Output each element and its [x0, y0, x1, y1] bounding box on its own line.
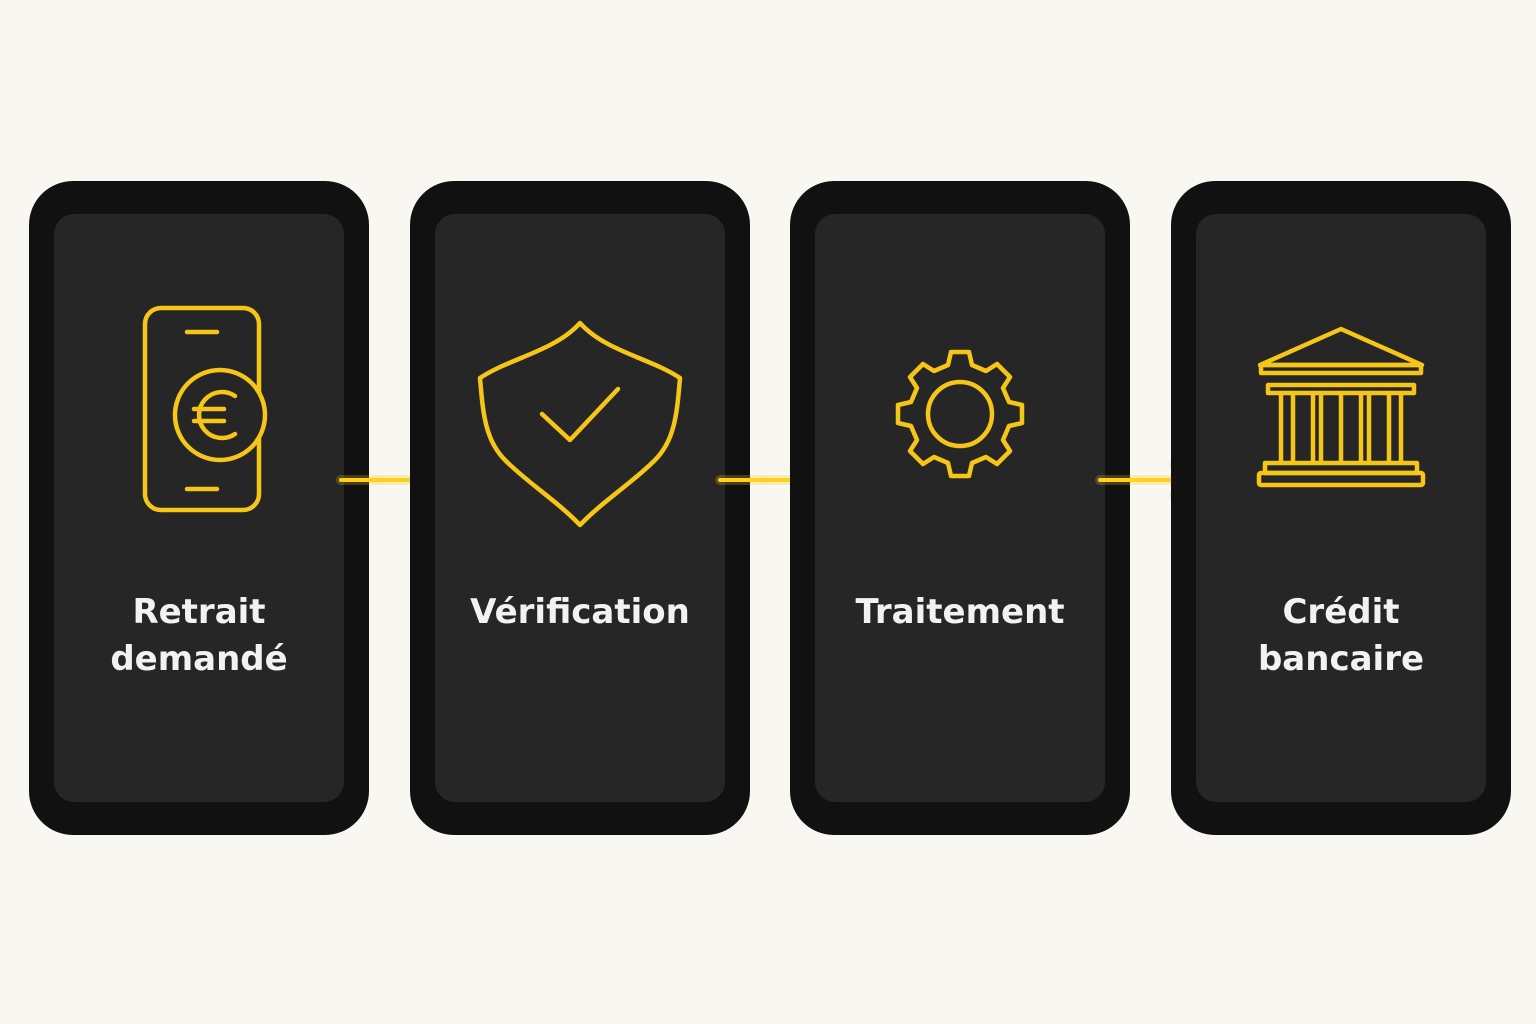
step-label: Retrait demandé [110, 592, 288, 679]
shield-check-icon [477, 311, 683, 528]
bank-icon [1241, 311, 1441, 511]
step-label: Crédit bancaire [1257, 592, 1425, 679]
step-card-verification: Vérification [410, 181, 750, 835]
step-card-traitement: Traitement [790, 181, 1130, 835]
step-card-panel [1196, 214, 1486, 802]
step-label: Traitement [855, 592, 1065, 632]
gear-icon [860, 311, 1060, 511]
phone-euro-icon [99, 305, 299, 513]
step-card-panel [435, 214, 725, 802]
step-card-panel [815, 214, 1105, 802]
step-label: Vérification [470, 592, 690, 632]
step-card-retrait: Retrait demandé [29, 181, 369, 835]
step-card-credit: Crédit bancaire [1171, 181, 1511, 835]
